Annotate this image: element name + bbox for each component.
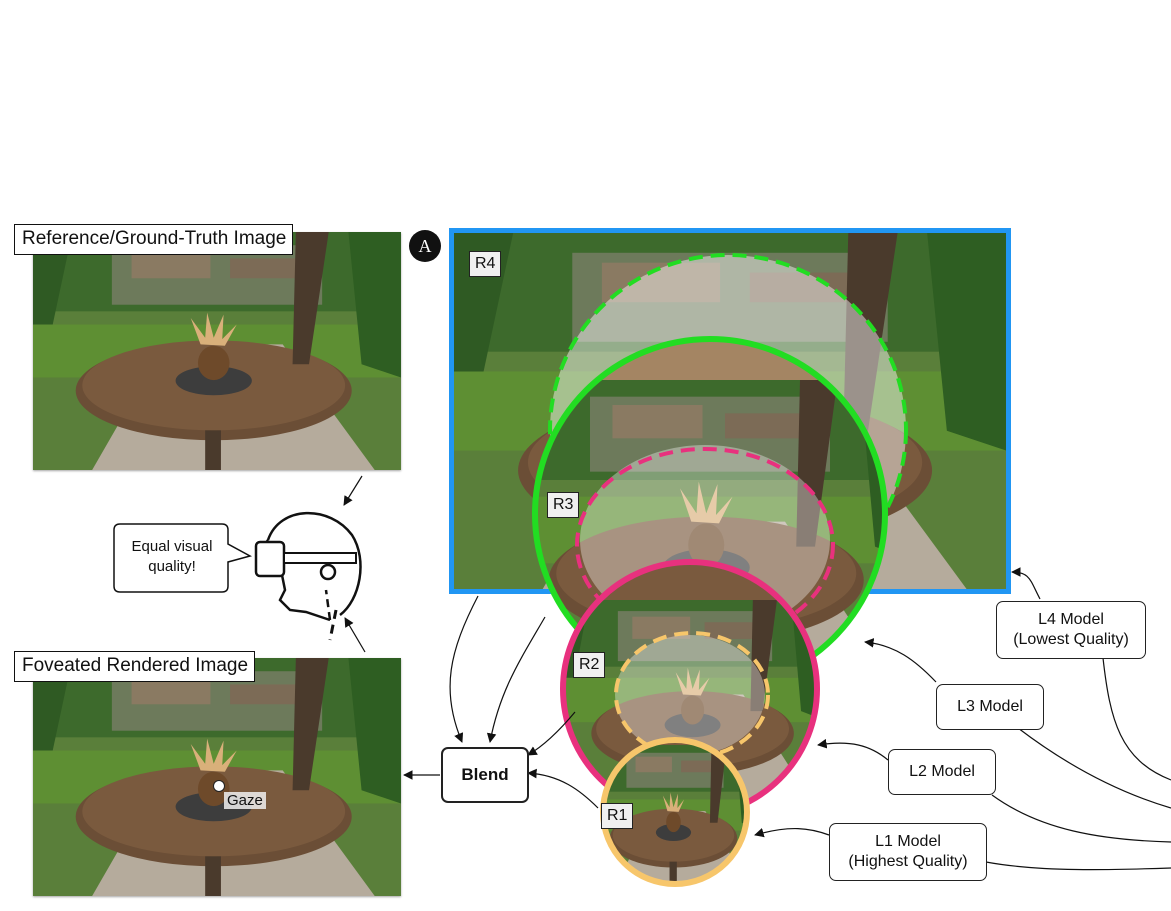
r2-dashed-boundary: [614, 631, 770, 759]
blend-box: Blend: [441, 747, 529, 803]
panel-marker-label: A: [418, 235, 432, 256]
panel-marker: A: [409, 230, 441, 262]
speech-bubble-text: Equal visual quality!: [116, 537, 228, 577]
gaze-label: Gaze: [224, 792, 266, 809]
r4-dashed-boundary: [548, 253, 908, 589]
l2-model-box: L2 Model: [888, 749, 996, 795]
l4-model-quality: (Lowest Quality): [1013, 631, 1129, 648]
speech-bubble-line2: quality!: [148, 558, 196, 575]
region-label-r4: R4: [469, 251, 502, 277]
region-label-r3: R3: [547, 492, 580, 518]
flow-arrows: [343, 475, 1171, 871]
l4-model-name: L4 Model: [1038, 611, 1104, 628]
l1-model-box: L1 Model (Highest Quality): [829, 823, 987, 881]
l1-model-name: L1 Model: [875, 833, 941, 850]
blend-label: Blend: [461, 765, 509, 784]
region-label-r1: R1: [601, 803, 634, 829]
region-label-r2: R2: [573, 652, 606, 678]
l3-model-box: L3 Model: [936, 684, 1044, 730]
gaze-point: [213, 780, 225, 792]
speech-bubble: [113, 523, 252, 593]
l4-model-box: L4 Model (Lowest Quality): [996, 601, 1146, 659]
l1-model-quality: (Highest Quality): [848, 853, 968, 870]
l2-model-name: L2 Model: [909, 763, 975, 780]
speech-bubble-line1: Equal visual: [131, 538, 213, 555]
foveated-image-title: Foveated Rendered Image: [14, 651, 256, 682]
viewer-head-icon: [254, 511, 362, 641]
r2-region: [560, 559, 820, 819]
reference-image-title: Reference/Ground-Truth Image: [14, 224, 294, 255]
l3-model-name: L3 Model: [957, 698, 1023, 715]
